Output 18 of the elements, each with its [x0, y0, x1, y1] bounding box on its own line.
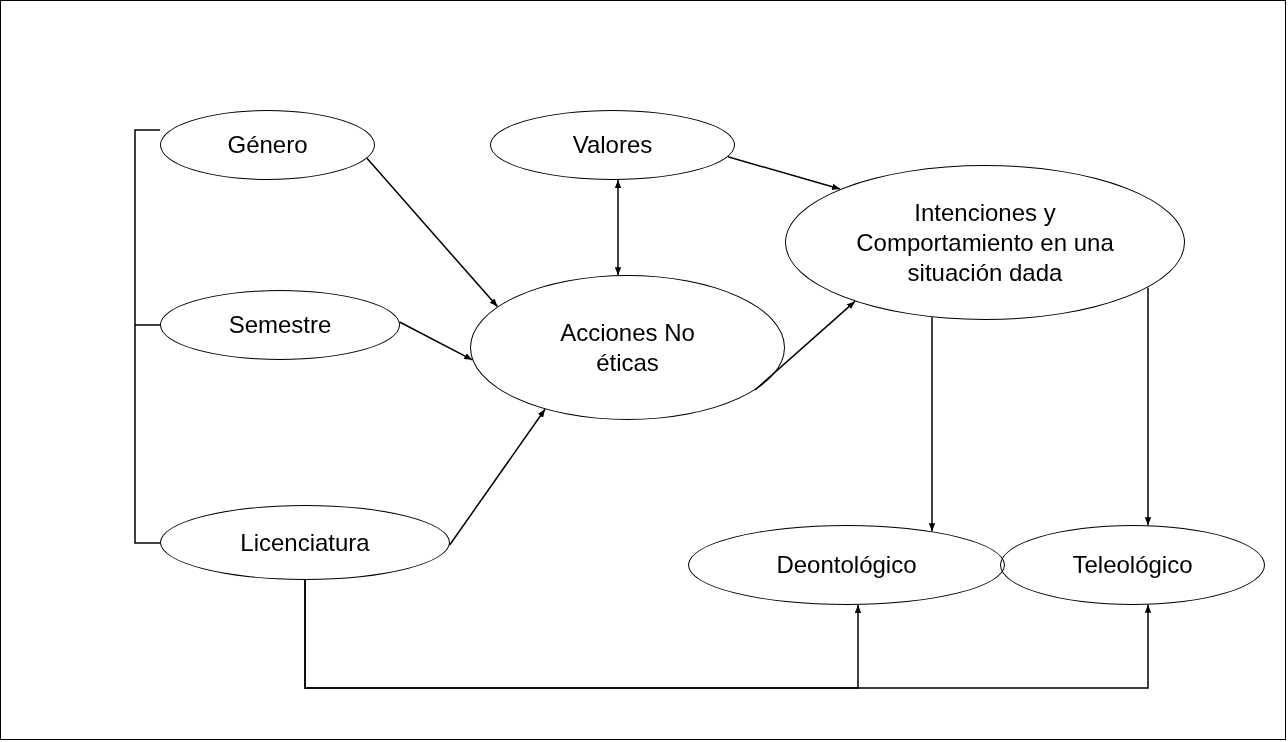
- arrow: [304, 579, 1152, 689]
- arrow: [398, 321, 474, 361]
- arrow: [928, 316, 936, 533]
- node-label: Intenciones y Comportamiento en una situación dada: [855, 197, 1115, 288]
- arrow: [614, 179, 622, 276]
- node-label: Teleológico: [1072, 550, 1193, 580]
- arrow: [754, 300, 856, 391]
- arrow: [1144, 286, 1152, 526]
- node-label: Deontológico: [776, 550, 917, 580]
- node-label: Licenciatura: [240, 527, 370, 558]
- arrow: [366, 157, 499, 308]
- node-label: Valores: [572, 130, 653, 160]
- arrow: [448, 408, 546, 546]
- node-label: Acciones No éticas: [559, 317, 696, 378]
- arrow: [727, 156, 841, 190]
- ellipse-node: [785, 165, 1185, 320]
- node-label: Semestre: [228, 310, 332, 340]
- node-label: Género: [227, 130, 308, 160]
